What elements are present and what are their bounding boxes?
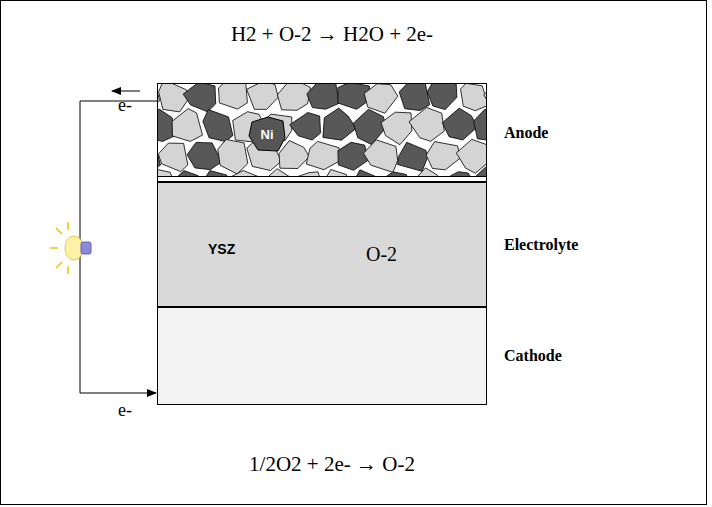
- external-circuit: [80, 101, 157, 393]
- material-label: Ni: [248, 116, 286, 152]
- anode-layer: AnodeNi: [157, 83, 487, 182]
- anode-reaction: H2 + O-2 → H2O + 2e-: [231, 22, 433, 47]
- electron-arrow: [112, 91, 140, 92]
- layer-label: Anode: [504, 124, 548, 142]
- cathode-layer: Cathode: [157, 307, 487, 405]
- electron-label: e-: [118, 400, 132, 421]
- light-bulb: [50, 222, 91, 274]
- layer-label: Cathode: [504, 347, 562, 365]
- material-label: YSZ: [208, 241, 235, 257]
- electron-label: e-: [118, 95, 132, 116]
- particle-clip: [158, 84, 486, 177]
- ion-label: O-2: [366, 243, 397, 266]
- electrolyte-layer: YSZO-2Electrolyte: [157, 182, 487, 307]
- layer-label: Electrolyte: [504, 236, 578, 254]
- nickel-particle: Ni: [248, 116, 286, 152]
- anode-particles: [158, 84, 486, 177]
- cathode-reaction: 1/2O2 + 2e- → O-2: [249, 452, 415, 477]
